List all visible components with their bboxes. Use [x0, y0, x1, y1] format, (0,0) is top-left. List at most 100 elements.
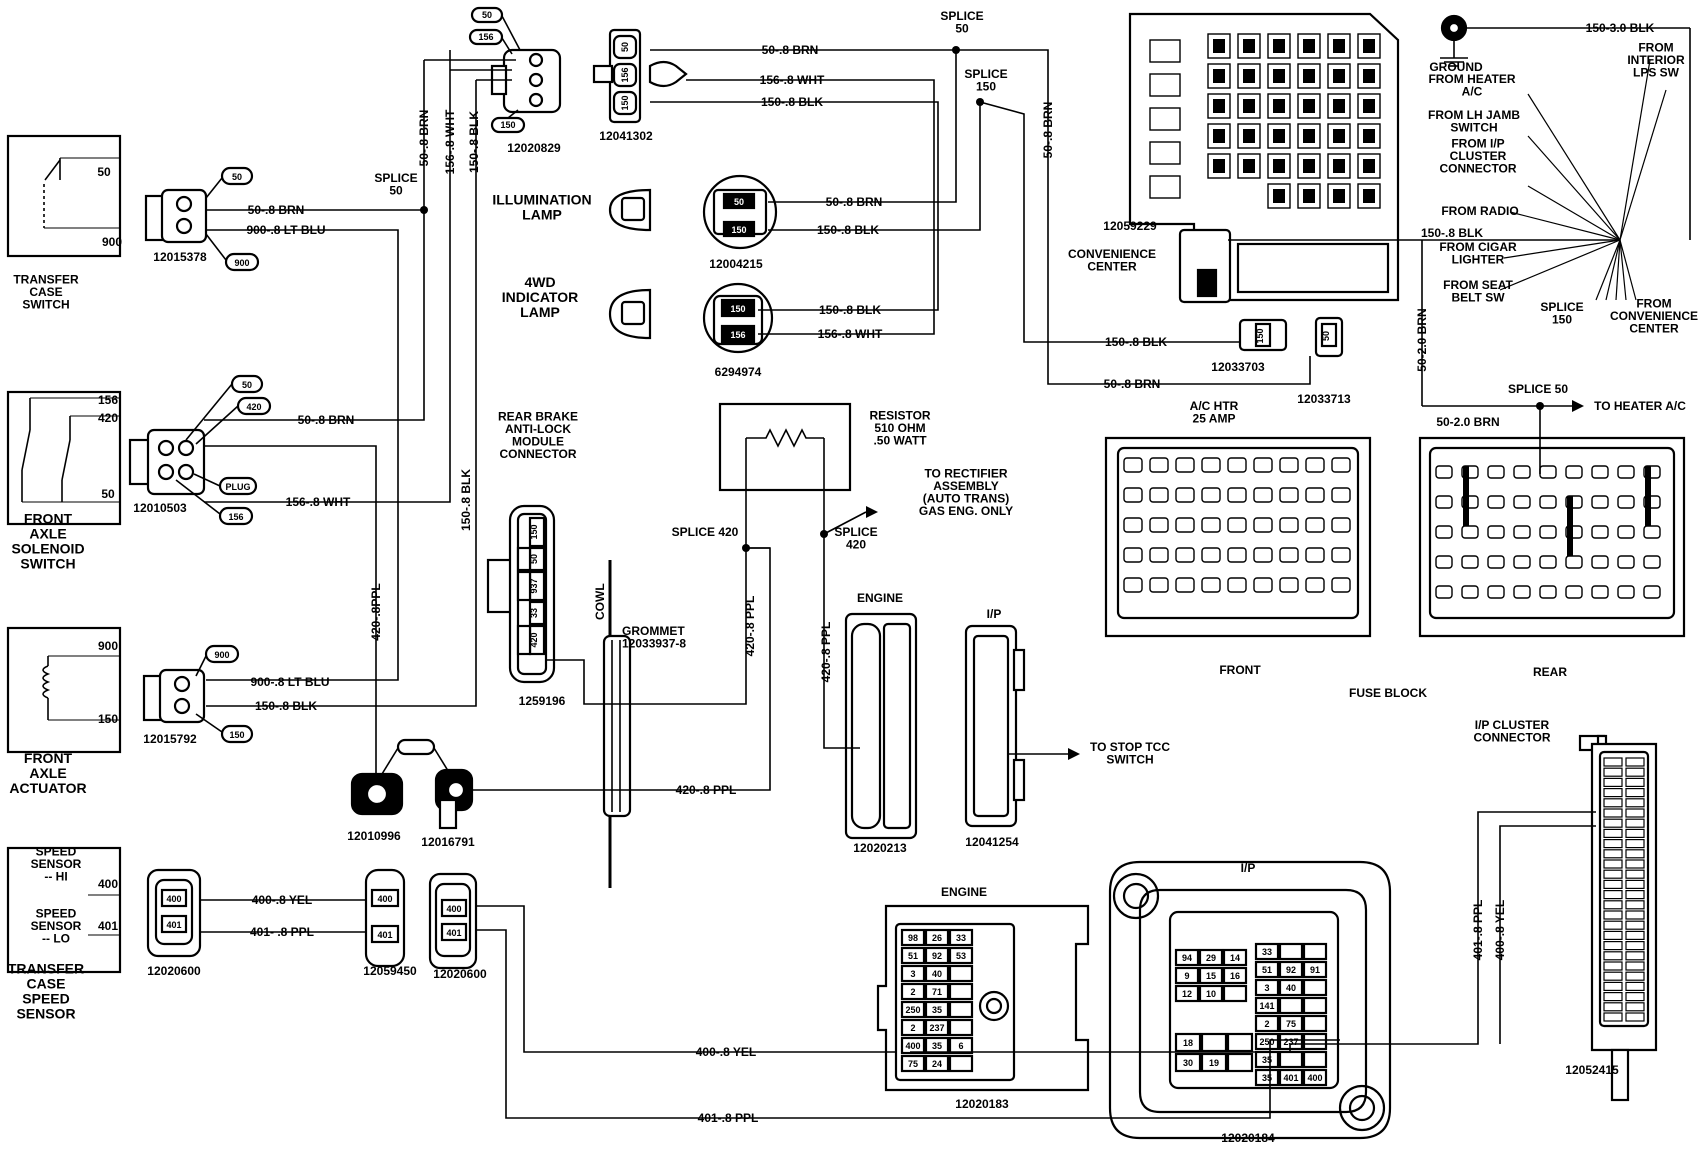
fuse-cell: [1331, 577, 1351, 593]
fuse-cell: [1227, 577, 1247, 593]
eng-cell-label: 2: [910, 1023, 915, 1033]
fuse-rear-cell: [1435, 555, 1453, 569]
ip-cell-label: 14: [1230, 953, 1240, 963]
cc-cell-fill: [1333, 39, 1345, 53]
cc-cell-fill: [1243, 159, 1255, 173]
cav-400c: 400: [446, 904, 461, 914]
tag-156c: 156: [478, 32, 493, 42]
fuse-rear-cell: [1591, 525, 1609, 539]
fuse-rear-cell: [1617, 465, 1635, 479]
ipc-cell: [1625, 787, 1645, 798]
harness-line: [1499, 239, 1621, 291]
connector-12015792: 900 150 12015792: [142, 644, 254, 746]
ipc-cell: [1625, 930, 1645, 941]
wl-150-v: 150-.8 BLK: [467, 111, 481, 173]
ground-label: GROUND: [1429, 60, 1483, 74]
ip-up-title: I/P: [987, 607, 1002, 621]
ipc-cell: [1625, 940, 1645, 951]
eng-cell-label: 26: [932, 933, 942, 943]
cc-cell-fill: [1303, 129, 1315, 143]
ground-wire: 150-3.0 BLK: [1586, 21, 1655, 35]
fuse-rear-cell: [1643, 555, 1661, 569]
fuse-cell: [1305, 457, 1325, 473]
wl-50brn-right-v: 50-.8 BRN: [1041, 102, 1055, 159]
cc-cell-fill: [1213, 159, 1225, 173]
ip-cell: [1254, 1014, 1280, 1033]
eng-cell: [900, 964, 926, 983]
ip-upper-connector: I/P 12041254: [964, 607, 1026, 849]
eng-cell: [900, 1054, 926, 1073]
cc-cell-fill: [1303, 99, 1315, 113]
ip-cell: [1222, 984, 1248, 1003]
fuse-rear-cell: [1461, 585, 1479, 599]
wl-50brn-fas: 50-.8 BRN: [298, 413, 355, 427]
connector-12015378: 50 900 12015378: [144, 166, 260, 272]
cav-50e: 50: [734, 197, 744, 207]
ip-cell: [1254, 942, 1280, 961]
fuse-rear-cell: [1487, 465, 1505, 479]
fuse-cell: [1227, 457, 1247, 473]
ip-cell: [1226, 1052, 1254, 1073]
ipc-cell: [1603, 777, 1623, 788]
rb-cav-50: 50: [529, 554, 539, 564]
wl-50brn-illum: 50-.8 BRN: [826, 195, 883, 209]
harness-line: [1595, 239, 1621, 301]
tag-plug: PLUG: [225, 482, 250, 492]
harness-line: [1527, 185, 1621, 241]
tag-50b: 50: [242, 380, 252, 390]
cc-cell-fill: [1333, 69, 1345, 83]
ip-cell-label: 16: [1230, 971, 1240, 981]
ip-cell-label: 92: [1286, 965, 1296, 975]
fuse-cell: [1227, 517, 1247, 533]
ip-cell: [1254, 978, 1280, 997]
ip-cell: [1278, 978, 1304, 997]
wl-156-ind: 156-.8 WHT: [818, 327, 883, 341]
fuse-rear-cell: [1591, 555, 1609, 569]
cav-150e: 150: [731, 225, 746, 235]
ipc-cell: [1603, 849, 1623, 859]
ip-cell: [1254, 996, 1280, 1015]
fuse-rear-cell: [1591, 495, 1609, 509]
fuse-rear-cell: [1617, 525, 1635, 539]
fuse-rear-cell: [1565, 555, 1583, 569]
eng-cell-label: 3: [910, 969, 915, 979]
ipc-cell: [1625, 961, 1645, 971]
harness-line: [1615, 239, 1621, 301]
eng-cell: [948, 946, 974, 965]
eng-cell: [924, 1000, 950, 1019]
ip-cell: [1278, 1050, 1304, 1069]
inline-12020600-right: 400 401 12020600: [428, 872, 487, 981]
part-12020600-left: 12020600: [147, 964, 201, 978]
cc-cell-fill: [1303, 69, 1315, 83]
ipc-cell: [1603, 767, 1623, 777]
eng-cell-label: 250: [905, 1005, 920, 1015]
eng-cell-label: 35: [932, 1005, 942, 1015]
fuse-rear-cell: [1591, 465, 1609, 479]
ipc-cell: [1603, 828, 1623, 839]
cc-cell-fill: [1213, 39, 1225, 53]
fuse-rear-cell: [1513, 525, 1531, 539]
fuse-rear-cell: [1435, 465, 1453, 479]
ip-cell-label: 35: [1262, 1055, 1272, 1065]
fuse-cell: [1227, 487, 1247, 503]
ipc-cell: [1603, 838, 1623, 849]
cc-cell-fill: [1213, 99, 1225, 113]
eng-cell-label: 33: [956, 933, 966, 943]
eng-cell-label: 71: [932, 987, 942, 997]
ipc-cell: [1625, 767, 1645, 777]
fuse-rear-cell: [1539, 525, 1557, 539]
fuse-cell: [1331, 547, 1351, 563]
ipc-cell: [1625, 910, 1645, 920]
wire-labels: 50-.8 BRN 156-.8 WHT 150-.8 BLK 50-.8 BR…: [246, 43, 1507, 1125]
fuse-rear-cell: [1617, 585, 1635, 599]
ip-cell: [1278, 996, 1304, 1015]
wl-150blk-top: 150-.8 BLK: [761, 95, 823, 109]
cc-cell-fill: [1273, 159, 1285, 173]
fuse-cell: [1149, 547, 1169, 563]
